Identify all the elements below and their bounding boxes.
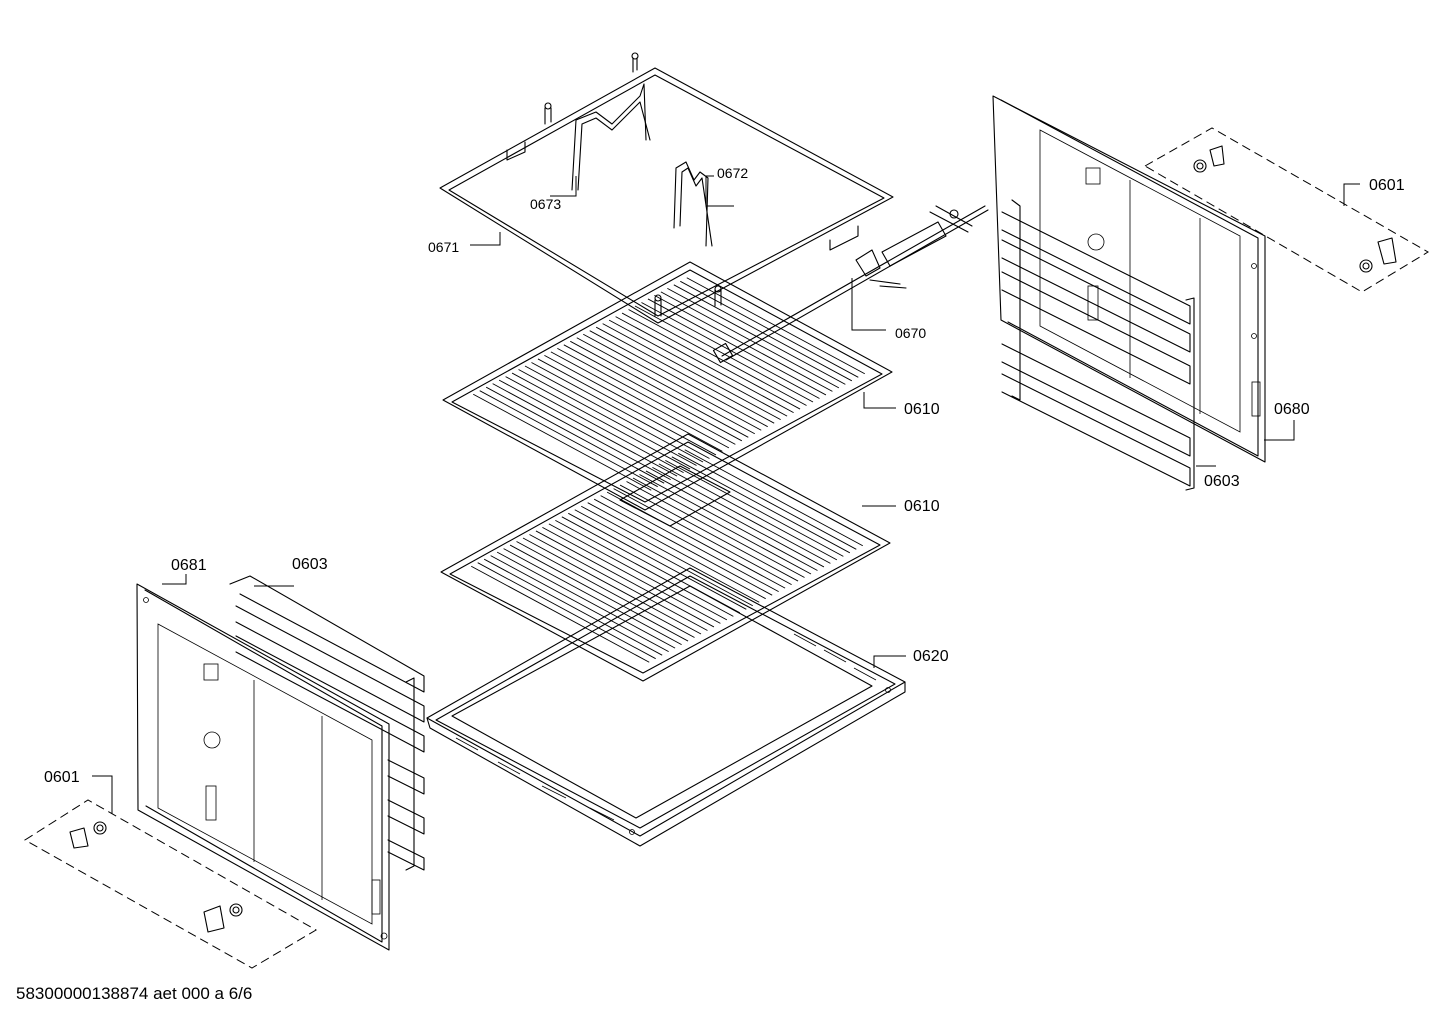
- rack-wire: [639, 474, 818, 571]
- rack-wire: [647, 298, 827, 396]
- clip-set-0601-left: [24, 799, 317, 969]
- rack-wire: [583, 333, 762, 431]
- label-0610-upper: 0610: [904, 401, 940, 418]
- rack-wire: [665, 459, 844, 557]
- rack-wire: [516, 541, 695, 638]
- baking-tray-0620: [426, 567, 906, 847]
- rack-wire: [671, 456, 851, 554]
- rack-wire: [686, 277, 865, 375]
- rack-wire: [496, 551, 676, 649]
- rack-wire: [537, 358, 717, 456]
- rack-wire: [652, 467, 831, 564]
- rack-wire: [531, 362, 710, 459]
- leader-lines: [92, 175, 1360, 814]
- rack-wire: [473, 393, 652, 491]
- label-0671: 0671: [428, 239, 459, 255]
- rack-wire: [660, 291, 840, 389]
- rack-wire: [621, 312, 801, 410]
- rack-wire: [628, 309, 807, 406]
- side-panel-0681: [136, 583, 390, 951]
- rack-wire: [606, 491, 786, 589]
- rack-wire: [619, 484, 799, 582]
- label-0603-left: 0603: [292, 556, 328, 573]
- rack-wire: [589, 330, 768, 428]
- rack-wire: [658, 463, 838, 561]
- rack-wire: [593, 498, 773, 596]
- label-0610-lower: 0610: [904, 498, 940, 515]
- label-0601-left: 0601: [44, 769, 80, 786]
- rack-wire: [511, 372, 691, 470]
- rack-wire: [600, 495, 779, 593]
- rack-wire: [581, 505, 760, 603]
- rack-wire: [615, 316, 794, 413]
- rack-wire: [568, 512, 747, 610]
- hook-0673: [571, 83, 651, 191]
- part-labels: 0671 0673 0672 0670 0610 0610 0620 0601 …: [44, 165, 1405, 786]
- rack-wire: [667, 287, 846, 385]
- rack-wire: [613, 488, 792, 585]
- label-0670: 0670: [895, 325, 926, 341]
- rack-wire: [680, 280, 859, 378]
- rack-wire: [550, 351, 730, 449]
- rack-wire: [542, 527, 721, 624]
- rack-wire: [555, 519, 734, 617]
- rack-wire: [563, 344, 743, 442]
- label-0601-right: 0601: [1369, 177, 1405, 194]
- rack-wire: [632, 477, 812, 575]
- hook-0672: [673, 161, 713, 247]
- rack-wire: [645, 470, 825, 568]
- rack-wire: [492, 383, 671, 481]
- label-0681: 0681: [171, 557, 207, 574]
- rack-wire: [483, 558, 663, 656]
- rack-wire: [576, 337, 755, 435]
- rack-wire: [634, 305, 814, 403]
- label-0620: 0620: [913, 648, 949, 665]
- rack-wire: [574, 509, 753, 607]
- rack-wire: [673, 284, 853, 382]
- side-rail-0603-left: [229, 575, 425, 871]
- side-panel-0680: [992, 95, 1266, 463]
- label-0603-right: 0603: [1204, 473, 1240, 490]
- rack-wire: [626, 481, 805, 578]
- rack-wire: [595, 326, 775, 424]
- rack-wire: [548, 523, 728, 621]
- rotisserie-spit-0670: [712, 205, 989, 364]
- document-id: 58300000138874 aet 000 a 6/6: [16, 984, 252, 1003]
- side-rail-0603-right: [1001, 199, 1195, 491]
- rack-wire: [505, 376, 684, 473]
- rack-wire: [678, 452, 857, 550]
- rack-wire: [524, 365, 704, 463]
- rack-wire: [535, 530, 715, 628]
- rack-wire: [608, 319, 788, 417]
- wire-rack-0610-lower: [440, 433, 891, 682]
- rack-wire: [557, 347, 736, 445]
- rack-wire: [544, 355, 723, 452]
- rack-wire: [498, 379, 678, 477]
- rack-wire: [485, 386, 665, 484]
- label-0680: 0680: [1274, 401, 1310, 418]
- wire-rack-0610-upper: [442, 261, 893, 511]
- rack-wire: [518, 369, 697, 466]
- rack-wire: [587, 502, 766, 600]
- rack-wire: [477, 562, 656, 660]
- rack-wire: [479, 390, 658, 488]
- label-0672: 0672: [717, 165, 748, 181]
- rack-wire: [529, 534, 708, 631]
- rack-wire: [490, 555, 669, 653]
- label-0673: 0673: [530, 196, 561, 212]
- rack-wire: [602, 323, 781, 421]
- rack-wire: [471, 565, 650, 663]
- rack-wire: [503, 548, 682, 645]
- rack-wire: [684, 449, 863, 547]
- rack-wire: [570, 340, 749, 438]
- clip-set-0601-right: [1143, 127, 1429, 293]
- rack-wire: [522, 537, 702, 635]
- rack-wire: [654, 295, 833, 392]
- rack-wire: [641, 302, 820, 399]
- rack-wire: [509, 544, 689, 642]
